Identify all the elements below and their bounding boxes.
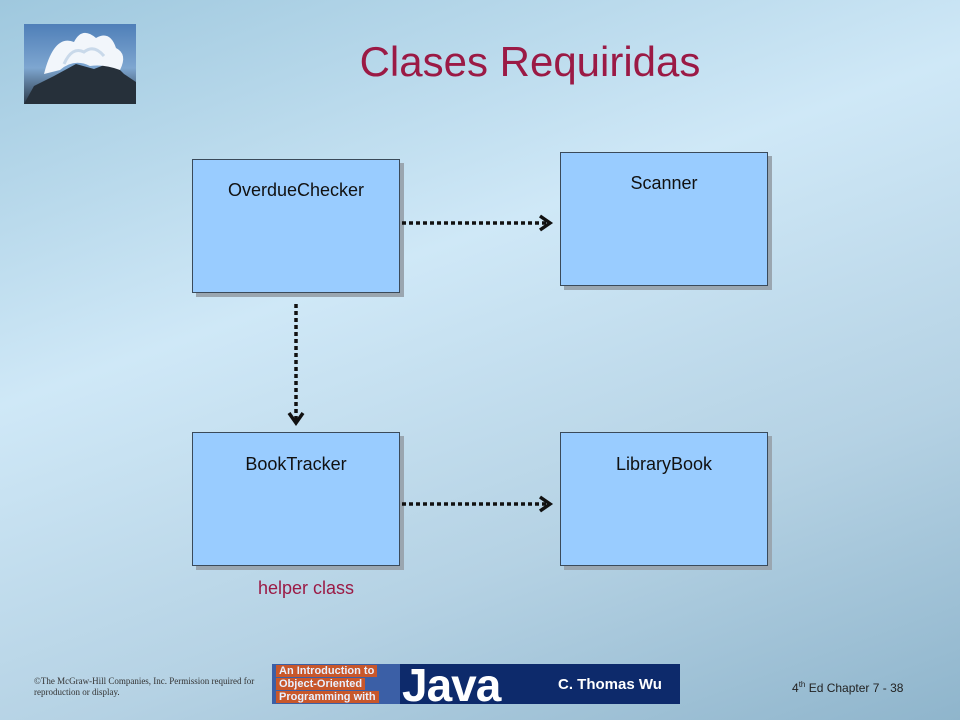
chapter-edition: 4 (792, 681, 799, 695)
class-label-librarybook: LibraryBook (615, 454, 713, 474)
copyright-notice: ©The McGraw-Hill Companies, Inc. Permiss… (34, 676, 255, 697)
class-label-scanner: Scanner (630, 173, 698, 193)
arrowhead-scanner (538, 214, 554, 232)
class-box-librarybook: LibraryBook (560, 432, 768, 566)
class-label-overduechecker: OverdueChecker (227, 180, 365, 200)
class-box-scanner: Scanner (560, 152, 768, 286)
book-banner: An Introduction to Object-Oriented Progr… (272, 664, 680, 704)
logo-photo (24, 24, 136, 104)
banner-line-3: Programming with (276, 691, 379, 703)
class-box-booktracker: BookTracker (192, 432, 400, 566)
banner-line-2: Object-Oriented (276, 678, 366, 690)
chapter-edition-suffix: th (798, 680, 806, 689)
banner-author: C. Thomas Wu (558, 676, 662, 693)
arrowhead-booktracker (287, 411, 305, 427)
chapter-page: Ed Chapter 7 - 38 (805, 681, 904, 695)
class-label-booktracker: BookTracker (245, 454, 347, 474)
helper-class-label: helper class (258, 578, 355, 598)
arrowhead-librarybook (538, 495, 554, 513)
slide-title: Clases Requiridas (359, 38, 701, 85)
class-box-overduechecker: OverdueChecker (192, 159, 400, 293)
banner-line-1: An Introduction to (276, 665, 378, 677)
wave-rock-image (24, 32, 136, 104)
banner-java-logo: Java (402, 664, 501, 704)
chapter-footer: 4th Ed Chapter 7 - 38 (792, 680, 903, 695)
